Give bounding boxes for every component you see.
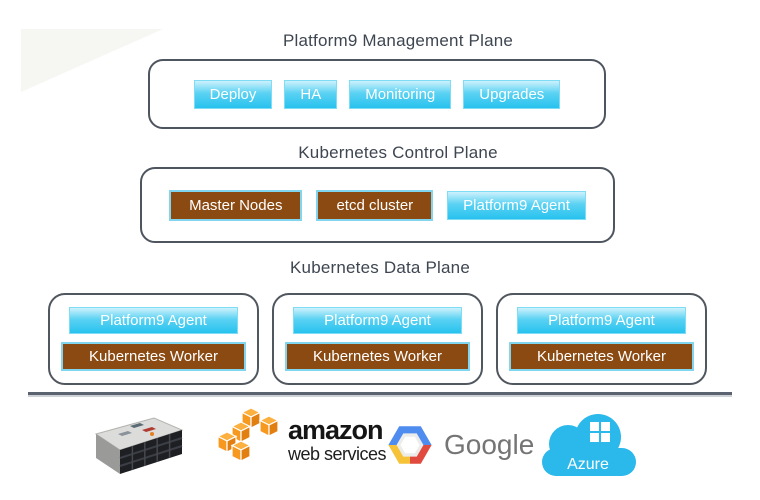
kubernetes-worker-box: Kubernetes Worker [509,342,694,371]
platform9-agent-box: Platform9 Agent [517,307,686,334]
monitoring-box: Monitoring [349,79,452,109]
platform9-agent-box: Platform9 Agent [447,190,586,220]
master-nodes-box: Master Nodes [169,189,303,221]
control-plane-title: Kubernetes Control Plane [298,143,498,162]
worker-node-box-3: Platform9 Agent Kubernetes Worker [496,293,707,385]
aws-wordmark: amazon web services [288,415,387,464]
aws-boxes-icon [218,408,280,462]
azure-logo: Azure [536,410,640,480]
kubernetes-worker-box: Kubernetes Worker [285,342,470,371]
physical-server-logo [90,414,186,480]
physical-server-icon [94,417,184,474]
data-plane-title: Kubernetes Data Plane [290,258,470,277]
aws-word-amazon: amazon [288,415,384,445]
upgrades-box: Upgrades [463,79,561,109]
etcd-cluster-box: etcd cluster [316,189,434,221]
deploy-box: Deploy [193,79,273,109]
ha-box: HA [284,79,338,109]
data-plane-row: Platform9 Agent Kubernetes Worker Platfo… [48,293,707,385]
platform9-agent-box: Platform9 Agent [69,307,238,334]
kubernetes-worker-box: Kubernetes Worker [61,342,246,371]
worker-node-box-2: Platform9 Agent Kubernetes Worker [272,293,483,385]
control-plane-box: Master Nodes etcd cluster Platform9 Agen… [140,167,615,243]
azure-cloud-icon: Azure [542,414,636,476]
infrastructure-divider [28,392,732,395]
aws-logo: amazon web services [218,408,387,472]
worker-node-box-1: Platform9 Agent Kubernetes Worker [48,293,259,385]
aws-word-webservices: web services [288,444,387,464]
management-plane-title: Platform9 Management Plane [282,31,514,50]
azure-wordmark: Azure [567,456,609,473]
management-plane-box: Deploy HA Monitoring Upgrades [148,59,606,129]
platform9-agent-box: Platform9 Agent [293,307,462,334]
windows-flag-icon [590,422,610,442]
google-wordmark: Google [444,429,535,460]
google-cloud-hexagon-icon [388,426,432,464]
google-cloud-logo: Google [386,420,534,470]
background-triangle-decoration [21,29,163,92]
